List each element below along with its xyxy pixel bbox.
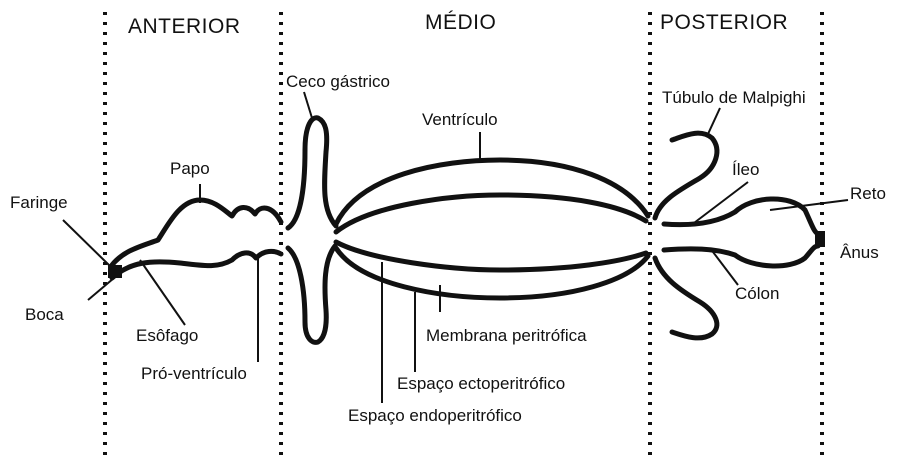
label-colon: Cólon <box>735 284 779 304</box>
label-reto: Reto <box>850 184 886 204</box>
leader-boca <box>88 278 114 300</box>
label-espaco-ectoperitrofico: Espaço ectoperitrófico <box>397 374 565 394</box>
anus-shape <box>815 231 825 247</box>
leader-esofago <box>140 260 185 325</box>
midgut-upper-wall <box>336 160 648 224</box>
label-membrana-peritrofica: Membrana peritrófica <box>426 326 587 346</box>
label-faringe: Faringe <box>10 193 68 213</box>
hindgut-lower-wall <box>664 246 818 266</box>
label-espaco-endoperitrofico: Espaço endoperitrófico <box>348 406 522 426</box>
region-posterior: POSTERIOR <box>660 11 788 35</box>
leader-ceco-gastrico <box>304 92 312 118</box>
label-anus: Ânus <box>840 243 879 263</box>
region-medio: MÉDIO <box>425 11 496 35</box>
leader-tubulo <box>708 108 720 134</box>
gastric-caecum-lower <box>288 246 335 342</box>
region-anterior: ANTERIOR <box>128 15 241 39</box>
malpighian-tubule-upper <box>655 133 717 218</box>
label-boca: Boca <box>25 305 64 325</box>
label-esofago: Esôfago <box>136 326 198 346</box>
label-ileo: Íleo <box>732 160 759 180</box>
hindgut-upper-wall <box>664 199 818 234</box>
malpighian-tubule-lower <box>655 258 717 338</box>
label-ventriculo: Ventrículo <box>422 110 498 130</box>
gastric-caecum-upper <box>288 118 336 228</box>
label-ceco-gastrico: Ceco gástrico <box>286 72 390 92</box>
foregut-lower-wall <box>112 251 281 278</box>
label-pro-ventriculo: Pró-ventrículo <box>141 364 247 384</box>
label-tubulo-malpighi: Túbulo de Malpighi <box>662 88 806 108</box>
peritrophic-membrane-upper <box>336 195 646 232</box>
label-papo: Papo <box>170 159 210 179</box>
